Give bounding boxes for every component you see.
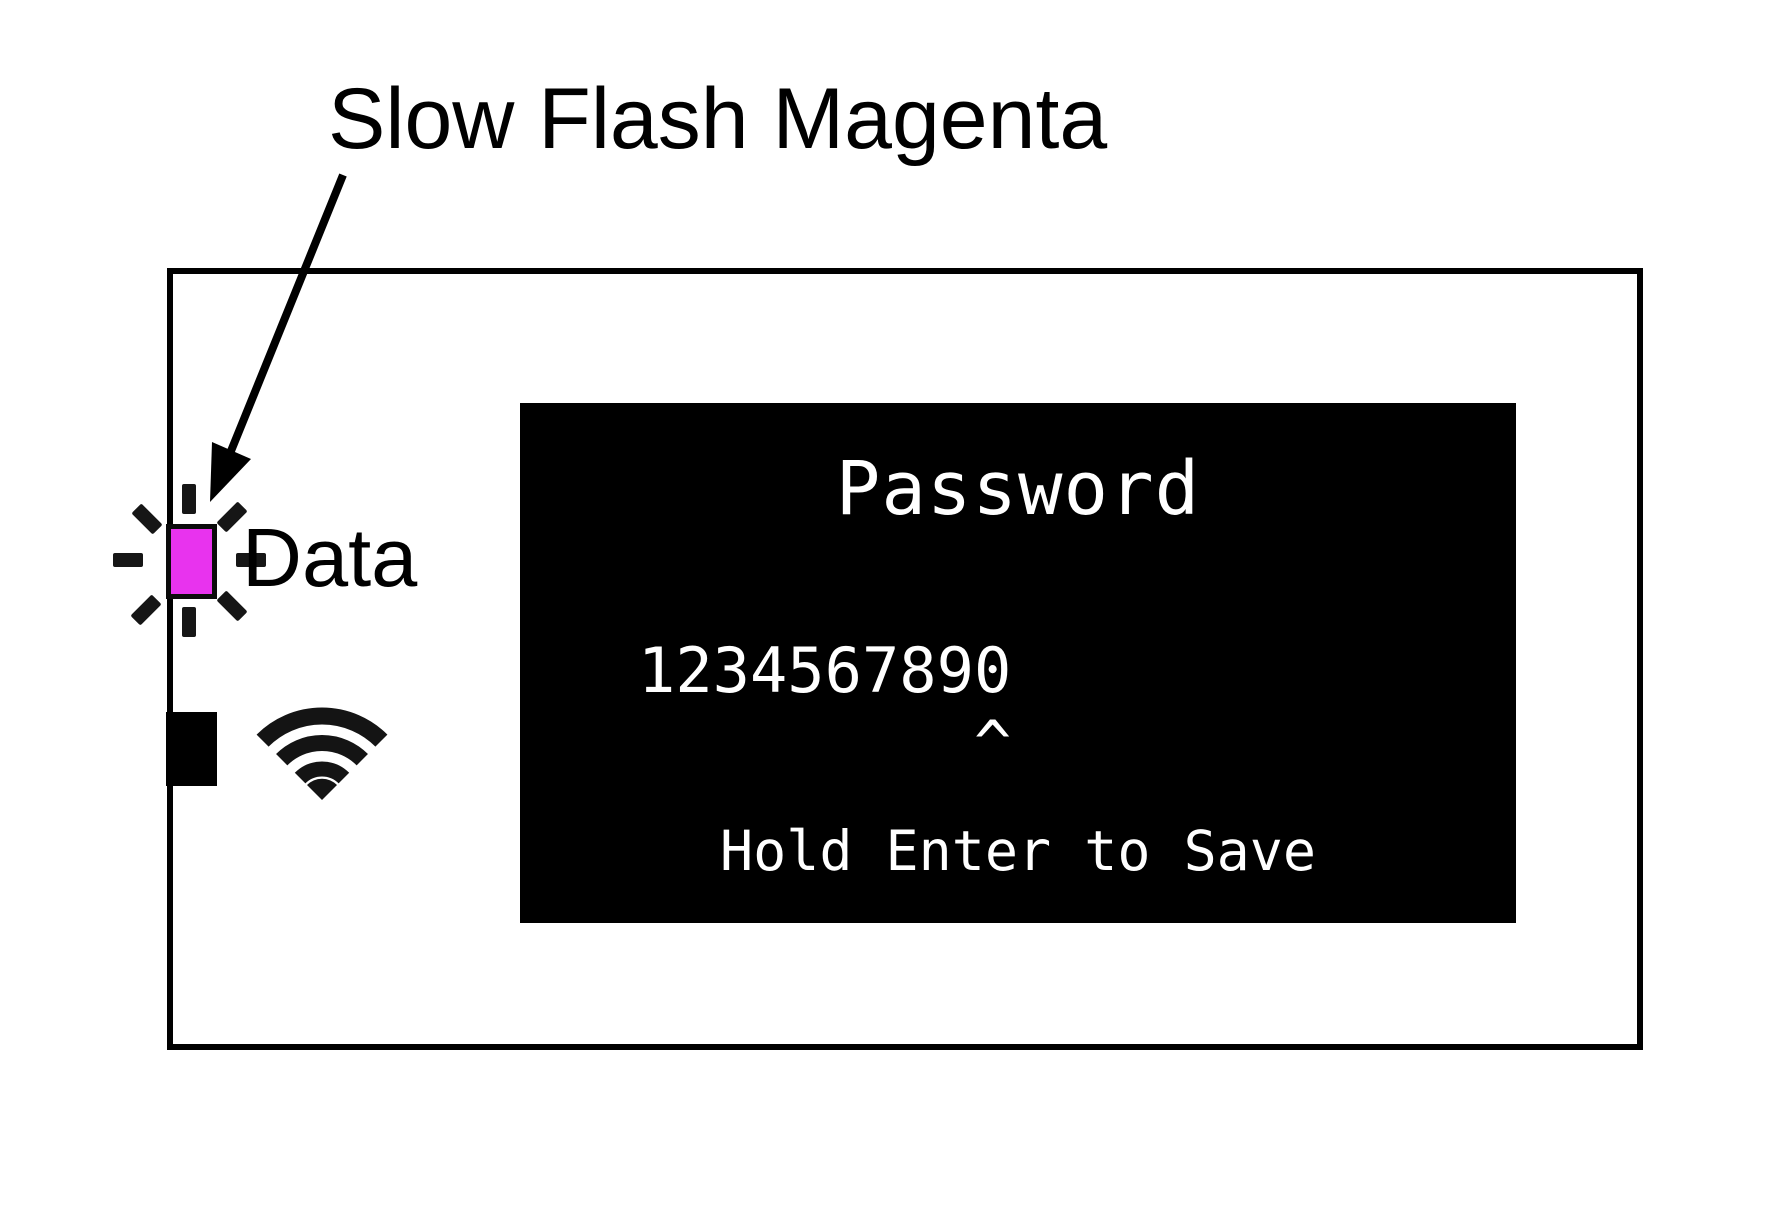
device-outline xyxy=(167,268,1643,1050)
device-side-button xyxy=(166,712,217,786)
screen-title: Password xyxy=(835,446,1201,532)
wifi-icon xyxy=(256,707,388,800)
data-led-label: Data xyxy=(242,511,418,604)
device-screen: Password 1234567890 ^ Hold Enter to Save xyxy=(520,403,1516,923)
screen-hint: Hold Enter to Save xyxy=(719,819,1317,883)
password-value: 1234567890 xyxy=(638,634,1012,707)
cursor-caret: ^ xyxy=(638,707,1012,780)
led-state-label: Slow Flash Magenta xyxy=(328,71,1108,167)
led-flash-rays-icon xyxy=(113,484,266,637)
data-led-indicator xyxy=(166,524,217,599)
